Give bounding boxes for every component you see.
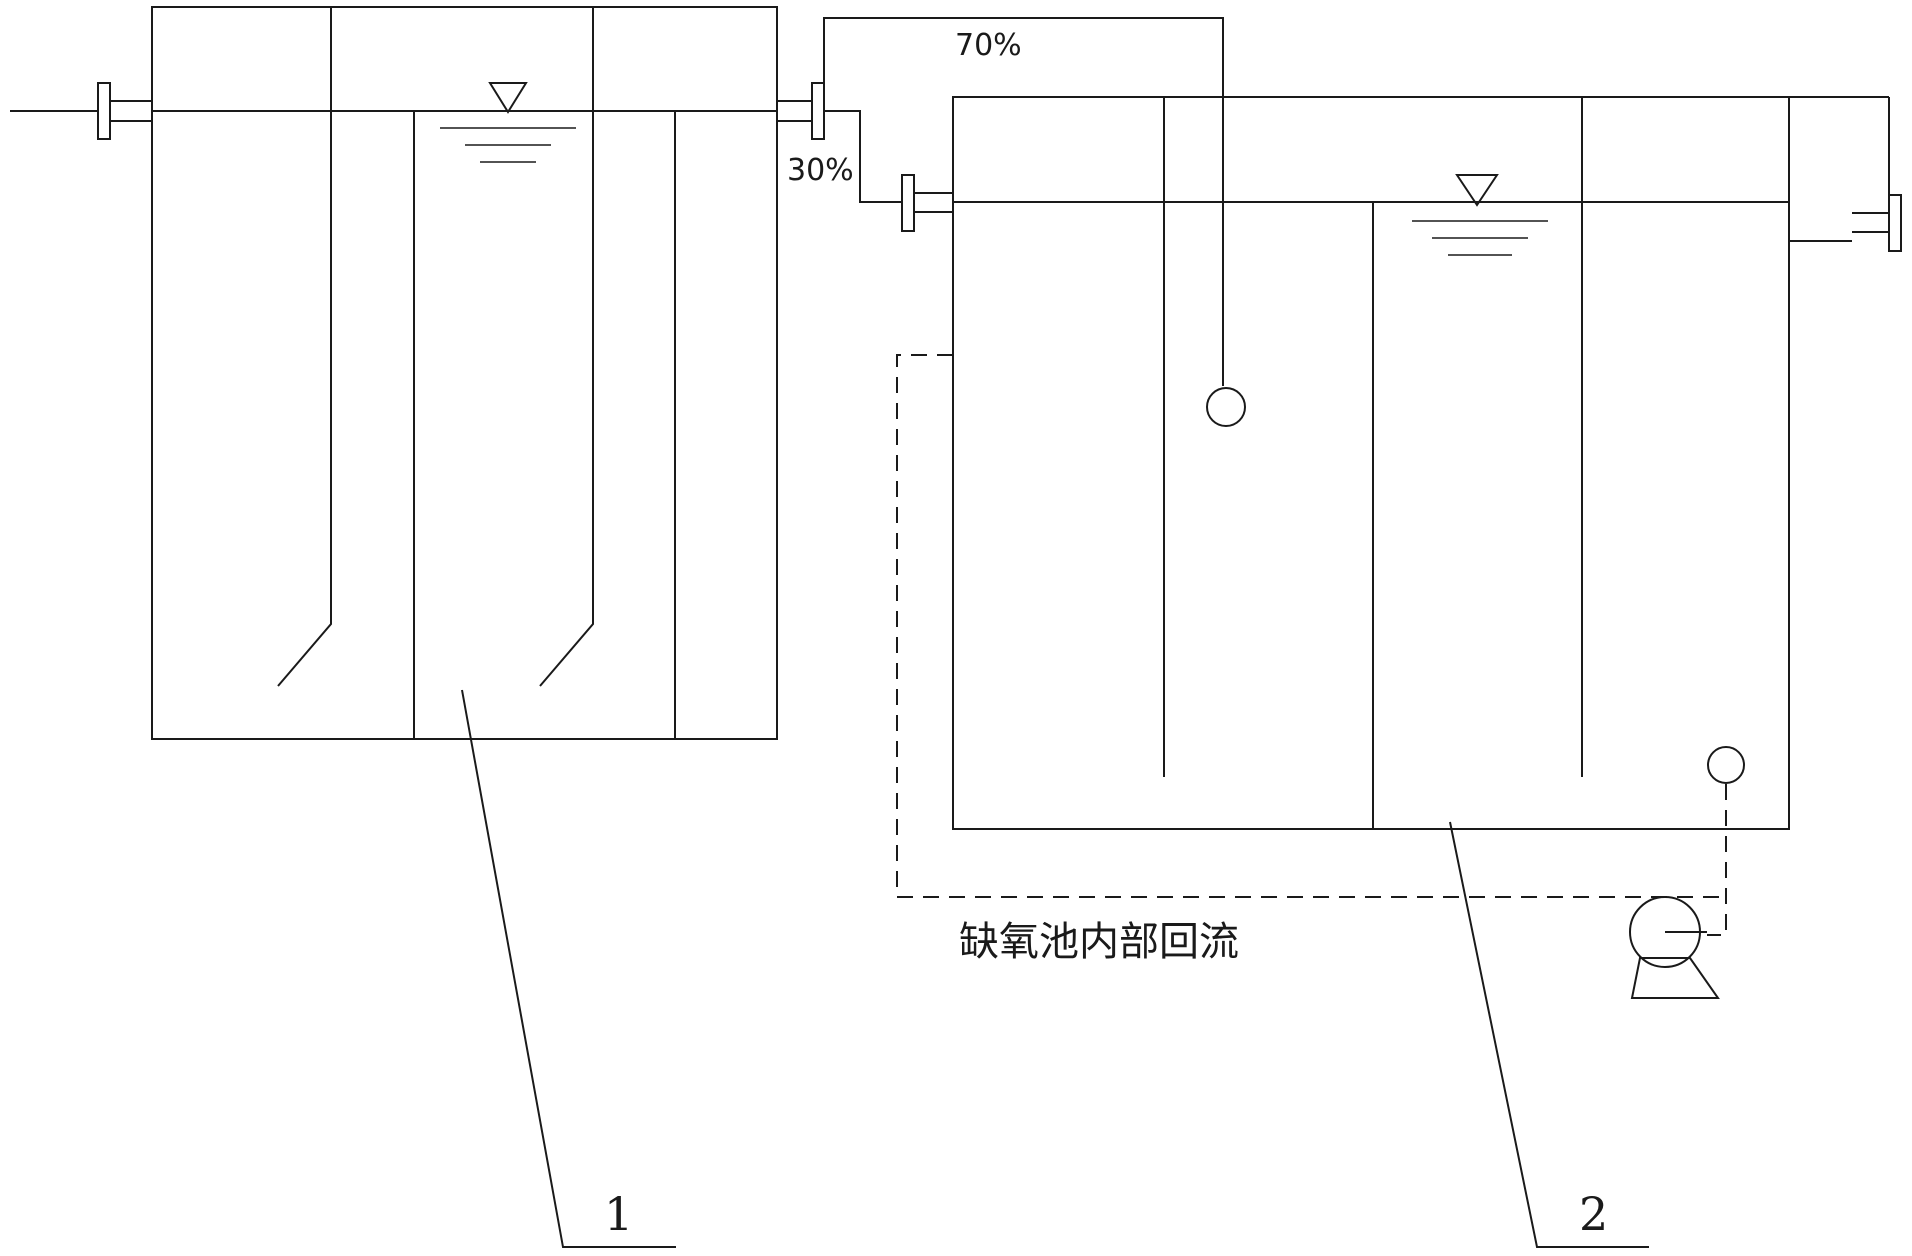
inlet-pipe: [10, 82, 152, 140]
tank-2-outline: [952, 96, 1790, 830]
split-label-70: 70%: [955, 28, 1022, 63]
outlet-flange-icon: [1888, 194, 1902, 252]
inlet-flange-icon: [97, 82, 111, 140]
leader-lines: [461, 689, 1649, 1248]
branch-30-pipe: [824, 110, 902, 203]
tank-1: [151, 6, 778, 740]
tank-2-inlet-flange-icon: [901, 174, 915, 232]
split-label-30: 30%: [787, 153, 854, 188]
recirculation-loop: [896, 354, 1727, 936]
tank-1-baffle-right: [539, 7, 594, 687]
water-level-icon: [1412, 174, 1548, 256]
diffuser-icon: [1206, 387, 1246, 427]
tank-1-number: 1: [604, 1187, 633, 1241]
outlet-pipe: [1789, 96, 1902, 252]
tank-2: [952, 96, 1790, 830]
tank-1-outline: [151, 6, 778, 740]
splitter-pipe: [777, 17, 1246, 427]
tank-2-number: 2: [1579, 1187, 1608, 1241]
splitter-flange-icon: [811, 82, 825, 140]
water-level-icon: [440, 82, 576, 163]
pump-icon: [1629, 896, 1720, 999]
recirculation-label: 缺氧池内部回流: [959, 919, 1239, 965]
pump-suction-icon: [1707, 746, 1745, 784]
tank-1-baffle-left: [277, 7, 332, 687]
